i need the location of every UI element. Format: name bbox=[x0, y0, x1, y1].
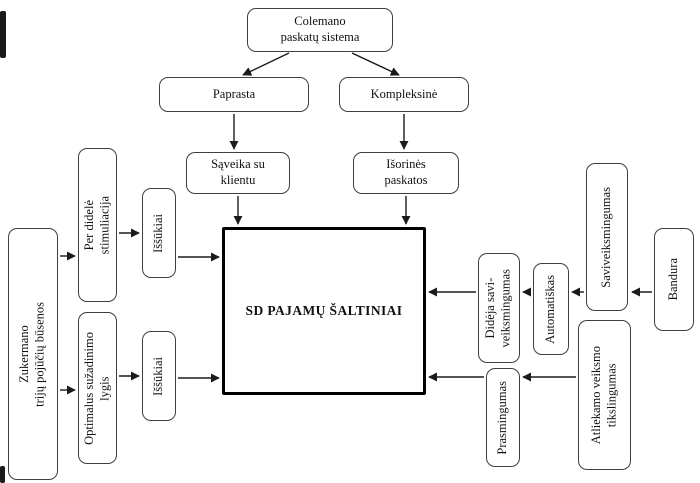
node-issukiai-top: Iššūkiai bbox=[142, 188, 176, 278]
node-label: Prasmingumas bbox=[495, 380, 510, 455]
node-label: SD PAJAMŲ ŠALTINIAI bbox=[245, 302, 403, 318]
node-isorines-paskatos: Išorinės paskatos bbox=[353, 152, 459, 194]
node-paprasta: Paprasta bbox=[159, 77, 309, 112]
node-label: Zukermano trijų pojūčių būsenos bbox=[17, 301, 47, 407]
node-colemano-paskatu-sistema: Colemano paskatų sistema bbox=[247, 8, 393, 52]
node-label: Didėja savi- veiksmingumas bbox=[483, 268, 513, 348]
node-sd-pajamu-saltiniai: SD PAJAMŲ ŠALTINIAI bbox=[222, 227, 426, 395]
node-kompleksine: Kompleksinė bbox=[339, 77, 469, 112]
node-label: Atliekamo veiksmo tikslingumas bbox=[588, 345, 619, 445]
node-saviveiksmingumas: Saviveiksmingumas bbox=[586, 163, 628, 311]
node-saveika-su-klientu: Sąveika su klientu bbox=[186, 152, 290, 194]
node-label: Išorinės paskatos bbox=[384, 157, 428, 187]
node-label: Iššūkiai bbox=[151, 213, 166, 253]
connector-arrow bbox=[351, 52, 400, 76]
node-label: Sąveika su klientu bbox=[211, 157, 265, 187]
node-atliekamo-veiksmo-tikslingumas: Atliekamo veiksmo tikslingumas bbox=[578, 320, 631, 470]
node-issukiai-bottom: Iššūkiai bbox=[142, 331, 176, 421]
connector-arrow bbox=[242, 52, 290, 76]
node-zukermano-triju-pojuciu-busenos: Zukermano trijų pojūčių būsenos bbox=[8, 228, 58, 480]
node-label: Automatiškas bbox=[543, 274, 558, 344]
node-prasmingumas: Prasmingumas bbox=[486, 368, 520, 467]
node-label: Per didelė stimuliacija bbox=[81, 195, 112, 255]
node-label: Bandura bbox=[666, 258, 681, 301]
node-automatiskas: Automatiškas bbox=[533, 263, 569, 355]
node-label: Paprasta bbox=[212, 86, 256, 101]
node-per-didele-stimuliacija: Per didelė stimuliacija bbox=[78, 148, 117, 302]
scan-artifact-bottom-left bbox=[0, 466, 5, 483]
node-label: Optimalus sužadinimo lygis bbox=[81, 331, 112, 445]
node-label: Colemano paskatų sistema bbox=[280, 14, 360, 44]
node-bandura: Bandura bbox=[654, 228, 694, 331]
scan-artifact-top-left bbox=[0, 11, 6, 58]
node-label: Kompleksinė bbox=[370, 86, 438, 101]
node-dideja-saviveiksmingumas: Didėja savi- veiksmingumas bbox=[478, 253, 520, 363]
node-optimalus-suzadinimo-lygis: Optimalus sužadinimo lygis bbox=[78, 312, 117, 464]
node-label: Iššūkiai bbox=[151, 356, 166, 396]
node-label: Saviveiksmingumas bbox=[599, 186, 614, 288]
